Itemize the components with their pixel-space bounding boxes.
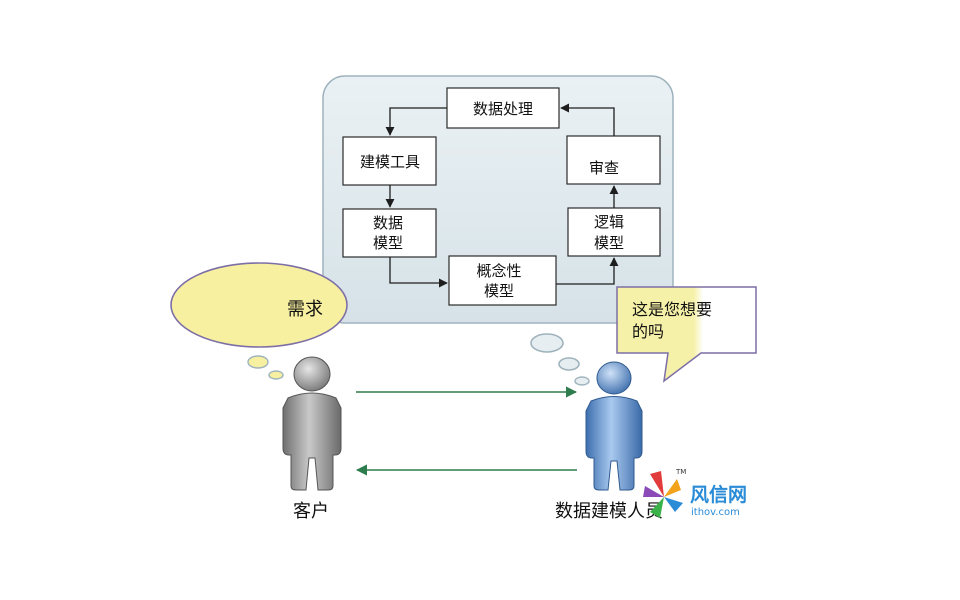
label-logical-model-line2: 模型 [594, 234, 624, 252]
customer-thought-dot-large [247, 355, 269, 369]
brand-name: 风信网 [690, 483, 747, 506]
modeler-thought-dot-medium [558, 357, 580, 371]
brand-url: ithov.com [691, 507, 740, 518]
label-conceptual-model-line2: 模型 [484, 282, 514, 300]
box-logical-model: 逻辑 模型 [567, 207, 661, 257]
customer-thought-text: 需求 [287, 299, 323, 320]
label-data-processing: 数据处理 [473, 100, 533, 118]
box-modeling-tools: 建模工具 [342, 136, 437, 186]
modeler-speech-line2: 的吗 [632, 322, 664, 341]
arrow-review-to-processing [560, 103, 615, 136]
box-conceptual-model: 概念性 模型 [448, 255, 557, 306]
pinwheel-logo-icon [643, 471, 683, 518]
label-modeling-tools: 建模工具 [360, 153, 420, 171]
box-review: 审查 [566, 135, 661, 185]
customer-thought-bubble [170, 262, 348, 348]
label-data-model-line1: 数据 [373, 214, 403, 232]
modeler-label: 数据建模人员 [555, 501, 663, 522]
customer-label: 客户 [293, 501, 329, 522]
label-conceptual-model-line1: 概念性 [476, 262, 521, 280]
label-logical-model-line1: 逻辑 [594, 213, 624, 231]
modeler-person-icon [585, 361, 643, 491]
box-data-processing: 数据处理 [446, 87, 560, 129]
modeler-speech-line1: 这是您想要 [632, 300, 712, 319]
trademark-mark: TM [675, 468, 686, 476]
arrow-datamodel-to-conceptual [389, 257, 448, 288]
customer-thought-dot-small [268, 370, 284, 380]
customer-person-icon [282, 356, 342, 491]
label-review: 审查 [589, 159, 619, 177]
modeler-speech-bubble [616, 286, 757, 383]
box-data-model: 数据 模型 [342, 208, 437, 258]
arrow-conceptual-to-logical [556, 257, 619, 285]
label-data-model-line2: 模型 [373, 234, 403, 252]
modeler-thought-dot-large [530, 333, 564, 353]
arrow-processing-to-tools [385, 107, 447, 136]
modeler-thought-dot-small [574, 376, 590, 386]
